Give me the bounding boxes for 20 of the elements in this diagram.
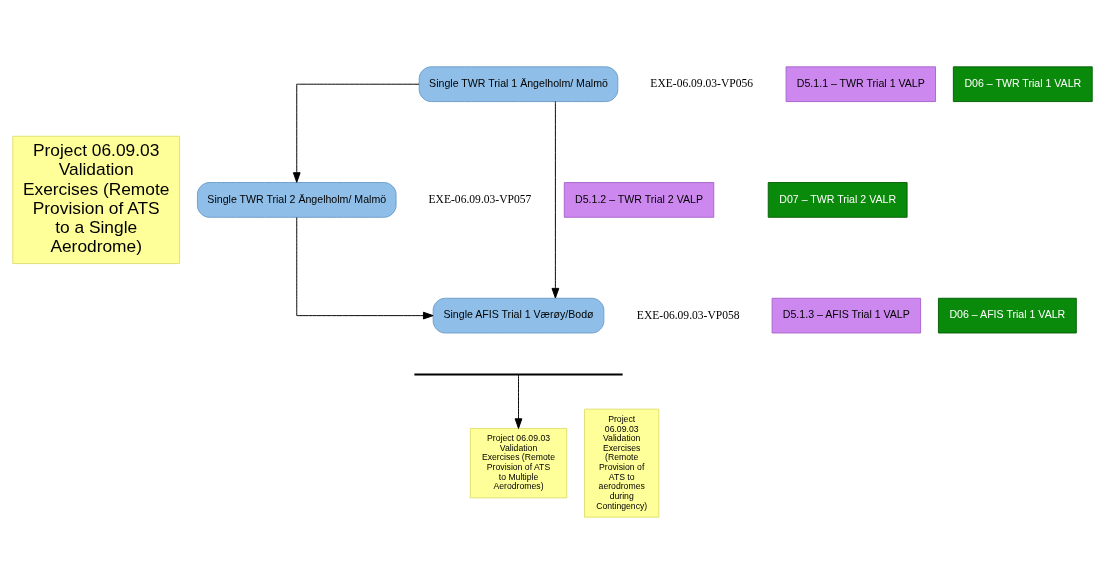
node-box: D5.1.3 – AFIS Trial 1 VALP <box>771 297 922 334</box>
node-box: D06 – AFIS Trial 1 VALR <box>937 297 1077 334</box>
node-box: D06 – TWR Trial 1 VALR <box>952 66 1093 103</box>
node-box: Single TWR Trial 1 Ängelholm/ Malmö <box>418 66 619 103</box>
node-box: Project 06.09.03 Validation Exercises (Remote Provision of ATS to Multiple Aerodromes) <box>469 427 568 499</box>
arrow <box>296 217 434 320</box>
node-brace <box>413 373 624 376</box>
node-label: EXE-06.09.03-VP056 <box>650 77 754 91</box>
arrow <box>292 83 420 183</box>
node-box: D07 – TWR Trial 2 VALR <box>767 182 908 218</box>
node-label: EXE-06.09.03-VP058 <box>636 308 740 322</box>
node-box: D5.1.1 – TWR Trial 1 VALP <box>785 66 936 103</box>
node-box: D5.1.2 – TWR Trial 2 VALP <box>563 182 715 218</box>
node-box: Single TWR Trial 2 Ängelholm/ Malmö <box>196 182 397 218</box>
node-box: Project 06.09.03 Validation Exercises (Remote Provision of ATS to aerodromes during Contingency) <box>584 408 660 518</box>
node-box: Project 06.09.03 Validation Exercises (Remote Provision of ATS to a Single Aerodrome) <box>12 135 181 265</box>
arrow <box>551 101 560 299</box>
arrow <box>514 374 523 429</box>
node-box: Single AFIS Trial 1 Værøy/Bodø <box>432 297 605 334</box>
node-label: EXE-06.09.03-VP057 <box>428 192 532 206</box>
